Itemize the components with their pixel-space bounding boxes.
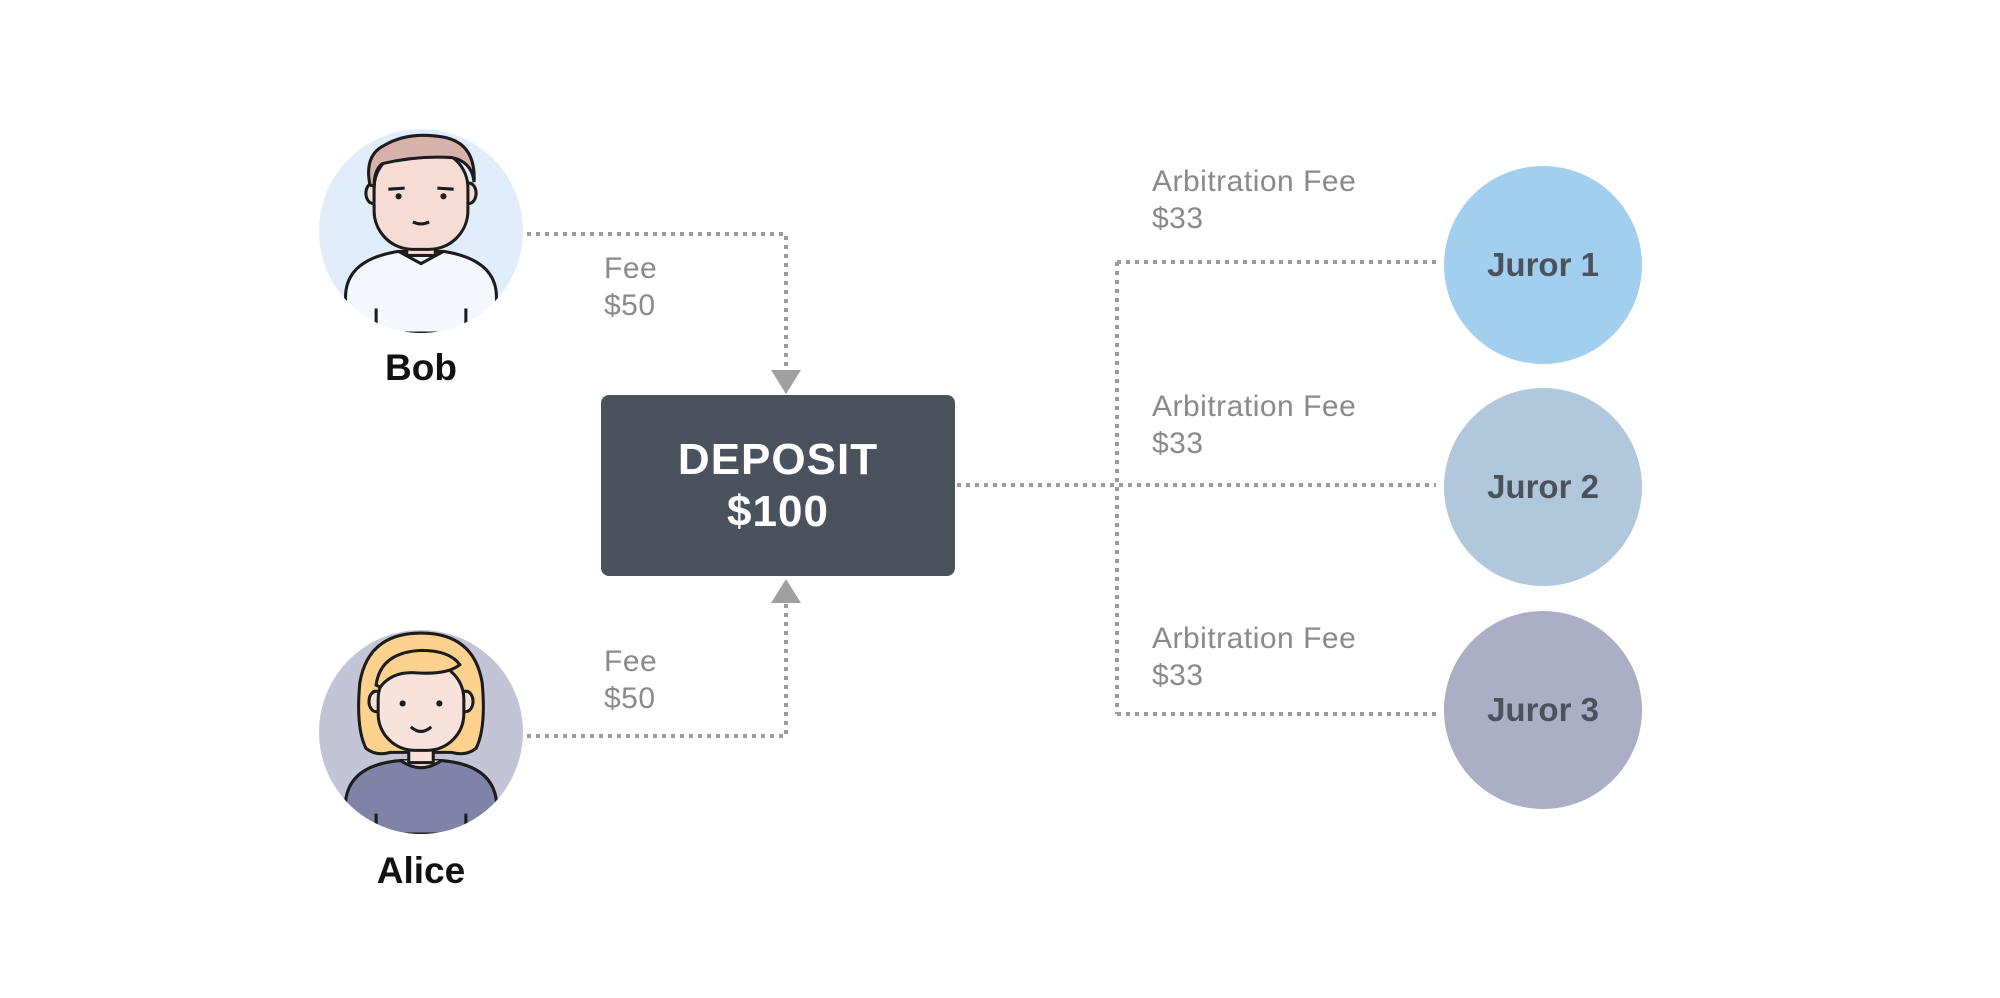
juror-3-fee-text: Arbitration Fee xyxy=(1152,622,1357,655)
juror-1-name: Juror 1 xyxy=(1487,246,1599,283)
bob-fee-amount: $50 xyxy=(604,289,656,322)
alice-fee-text: Fee xyxy=(604,645,658,678)
juror-2-fee-label: Arbitration Fee $33 xyxy=(1152,388,1356,462)
juror-2-circle: Juror 2 xyxy=(1444,388,1642,586)
juror-2-fee-text: Arbitration Fee xyxy=(1152,390,1357,423)
juror-2-fee-amount: $33 xyxy=(1152,427,1204,460)
juror-3-circle: Juror 3 xyxy=(1444,611,1642,809)
juror-2-name: Juror 2 xyxy=(1487,468,1599,505)
juror-1-circle: Juror 1 xyxy=(1444,166,1642,364)
juror-1-fee-text: Arbitration Fee xyxy=(1152,165,1357,198)
juror-1-fee-label: Arbitration Fee $33 xyxy=(1152,163,1356,237)
juror-3-fee-label: Arbitration Fee $33 xyxy=(1152,620,1356,694)
deposit-box: DEPOSIT $100 xyxy=(601,395,955,576)
bob-name: Bob xyxy=(385,347,457,388)
alice-name: Alice xyxy=(376,850,466,891)
bob-fee-text: Fee xyxy=(604,252,658,285)
juror-3-fee-amount: $33 xyxy=(1152,659,1204,692)
alice-avatar xyxy=(319,630,523,834)
deposit-title: DEPOSIT xyxy=(677,434,879,484)
alice-to-deposit-line xyxy=(527,598,788,738)
alice-fee-amount: $50 xyxy=(604,682,656,715)
bob-avatar xyxy=(319,129,523,333)
juror-1-fee-amount: $33 xyxy=(1152,202,1204,235)
arrowhead-up xyxy=(771,579,801,603)
arrowhead-down xyxy=(771,370,801,394)
bob-fee-label: Fee $50 xyxy=(604,250,657,324)
bob-to-deposit-line xyxy=(527,232,788,372)
juror-3-name: Juror 3 xyxy=(1487,691,1599,728)
deposit-amount: $100 xyxy=(727,486,829,536)
alice-fee-label: Fee $50 xyxy=(604,643,657,717)
